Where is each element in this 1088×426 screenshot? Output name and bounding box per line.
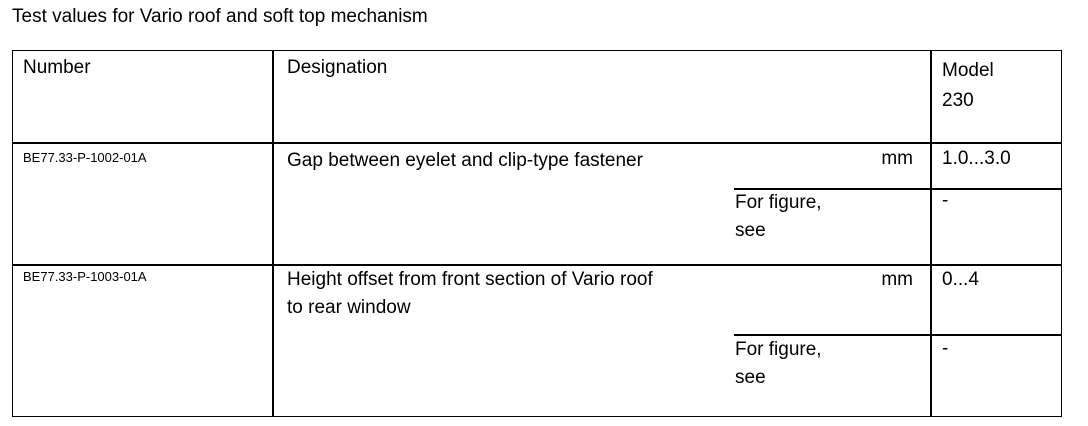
- row1-figure-label-line2: see: [735, 220, 766, 241]
- row1-figure-value: -: [942, 190, 949, 211]
- row-divider-row1: [13, 264, 1061, 266]
- test-values-table: Number Designation Model 230 BE77.33-P-1…: [12, 50, 1062, 417]
- header-model-line2: 230: [942, 90, 974, 111]
- column-divider-number: [272, 51, 274, 416]
- subrow-divider-row1: [734, 188, 1061, 190]
- header-number: Number: [23, 57, 91, 78]
- row1-figure-label-line1: For figure,: [735, 192, 822, 213]
- row2-figure-value: -: [942, 338, 949, 359]
- row2-unit: mm: [881, 269, 913, 290]
- subrow-divider-row2: [734, 334, 1061, 336]
- document-title: Test values for Vario roof and soft top …: [12, 6, 428, 27]
- row1-designation: Gap between eyelet and clip-type fastene…: [287, 150, 643, 171]
- row2-value: 0...4: [942, 269, 979, 290]
- row1-number: BE77.33-P-1002-01A: [23, 150, 147, 165]
- row1-value: 1.0...3.0: [942, 148, 1011, 169]
- row2-figure-label-line2: see: [735, 367, 766, 388]
- row1-unit: mm: [881, 148, 913, 169]
- row1-figure-label: For figure, see: [735, 189, 822, 245]
- row2-designation-line1: Height offset from front section of Vari…: [287, 269, 653, 290]
- column-divider-model: [930, 51, 932, 416]
- row-divider-header: [13, 142, 1061, 144]
- row2-designation-line2: to rear window: [287, 297, 411, 318]
- row2-figure-label: For figure, see: [735, 336, 822, 392]
- row2-figure-label-line1: For figure,: [735, 339, 822, 360]
- row2-number: BE77.33-P-1003-01A: [23, 269, 147, 284]
- header-model-line1: Model: [942, 60, 994, 81]
- row2-designation: Height offset from front section of Vari…: [287, 266, 653, 322]
- header-designation: Designation: [287, 57, 388, 78]
- header-model: Model 230: [942, 56, 994, 116]
